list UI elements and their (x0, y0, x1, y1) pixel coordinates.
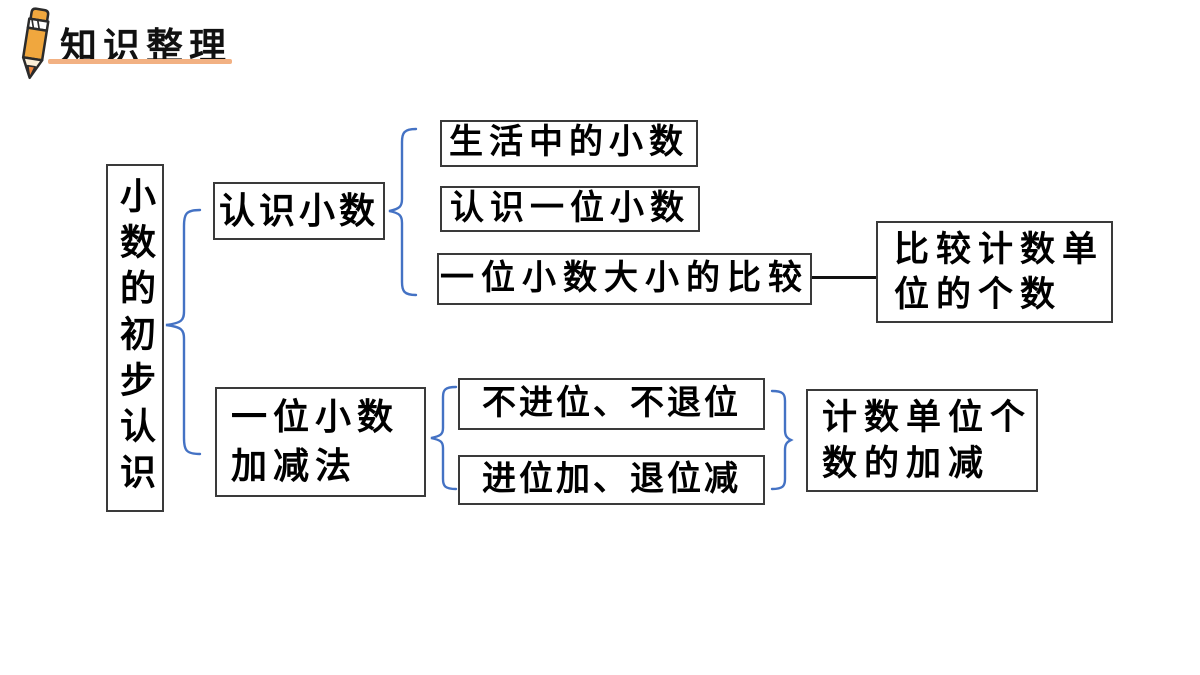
pencil-icon (21, 7, 50, 79)
connector-line (812, 276, 876, 279)
brace-branch2 (430, 385, 458, 491)
leaf-box-jinweijia: 进位加、退位减 (458, 455, 765, 505)
result-box-bijiao-jishu-danwei: 比较计数单 位的个数 (876, 221, 1113, 323)
result-box-jishu-danwei-jiajian: 计数单位个 数的加减 (806, 389, 1038, 492)
leaf-box-renshi-yiwei: 认识一位小数 (440, 186, 700, 232)
branch-box-yiwei-jiajianfa: 一位小数 加减法 (215, 387, 426, 497)
title-underline (48, 59, 232, 64)
root-topic-box: 小数的初步认识 (106, 164, 164, 512)
leaf-box-shenghuo: 生活中的小数 (440, 120, 698, 167)
leaf-box-bujinwei: 不进位、不退位 (458, 378, 765, 430)
brace-branch1 (388, 127, 418, 297)
branch-box-renshi-xiaoshu: 认识小数 (213, 182, 385, 240)
brace-close (770, 389, 794, 491)
brace-main (165, 208, 202, 456)
leaf-box-daxiao-bijiao: 一位小数大小的比较 (437, 253, 812, 305)
